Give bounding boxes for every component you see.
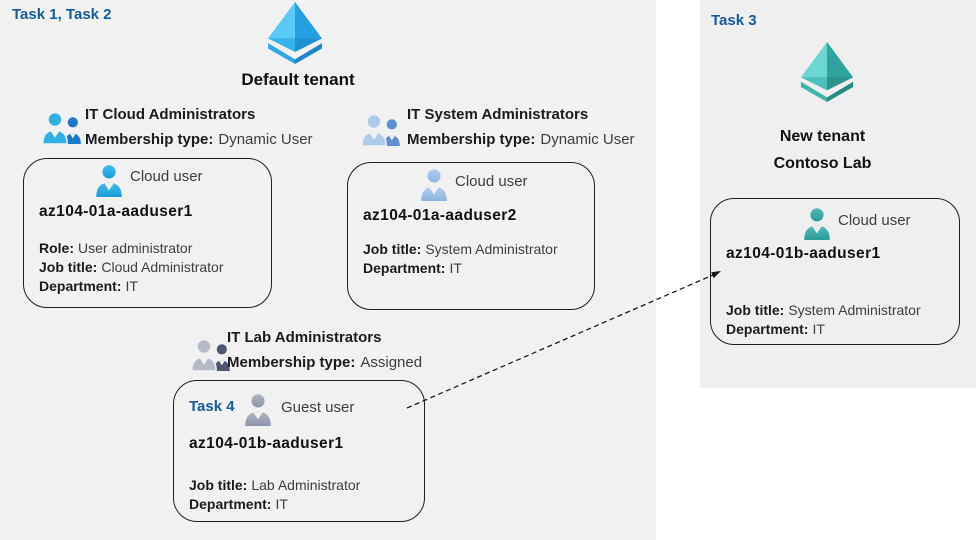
user-attributes: Job title:System Administrator Departmen… [363,240,558,278]
attr-job-title: Job title:System Administrator [363,241,558,257]
new-tenant-line1: New tenant [779,128,866,145]
user-attributes: Role:User administrator Job title:Cloud … [39,239,224,296]
membership-type-label: Membership type: [227,354,356,371]
membership-type-label: Membership type: [85,131,214,148]
group-membership-cloud-admins: Membership type:Dynamic User [85,131,313,148]
user-type-label: Cloud user [455,173,528,190]
group-icon-system-admins [361,114,400,146]
user-type-label: Cloud user [130,168,203,185]
task-1-2-label: Task 1, Task 2 [12,6,112,23]
task-4-label: Task 4 [189,398,235,415]
user-card-new-tenant-aaduser1: Cloud user az104-01b-aaduser1 Job title:… [710,198,960,345]
user-card-guest-aaduser1: Task 4 Guest user az104-01b-aaduser1 Job… [173,380,425,522]
user-attributes: Job title:System Administrator Departmen… [726,301,921,339]
attr-department: Department:IT [189,496,288,512]
attr-department: Department:IT [39,278,138,294]
attr-job-title: Job title:Lab Administrator [189,477,361,493]
user-card-aaduser2: Cloud user az104-01a-aaduser2 Job title:… [347,162,595,310]
guest-user-icon [245,394,271,426]
attr-department: Department:IT [726,321,825,337]
attr-job-title: Job title:System Administrator [726,302,921,318]
membership-type-value: Dynamic User [218,131,313,148]
group-membership-lab-admins: Membership type:Assigned [227,354,422,371]
cloud-user-icon [804,208,830,240]
azure-ad-tenant-icon-blue [268,2,322,64]
new-tenant-title: New tenant Contoso Lab [745,123,900,177]
attr-department: Department:IT [363,260,462,276]
user-name: az104-01a-aaduser1 [39,203,193,220]
group-icon-lab-admins [191,339,230,371]
group-membership-system-admins: Membership type:Dynamic User [407,131,635,148]
user-card-aaduser1: Cloud user az104-01a-aaduser1 Role:User … [23,158,272,308]
group-icon-cloud-admins [42,112,81,144]
default-tenant-region [0,0,656,540]
membership-type-value: Assigned [360,354,423,371]
user-type-label: Cloud user [838,212,911,229]
attr-role: Role:User administrator [39,240,193,256]
group-title-cloud-admins: IT Cloud Administrators [85,106,256,123]
membership-type-value: Dynamic User [540,131,635,148]
azure-ad-tenant-icon-teal [800,42,854,102]
default-tenant-title: Default tenant [241,70,355,89]
task-3-label: Task 3 [711,12,757,29]
new-tenant-line2: Contoso Lab [773,155,872,172]
cloud-user-icon [96,165,122,197]
user-name: az104-01b-aaduser1 [189,435,344,452]
group-title-lab-admins: IT Lab Administrators [227,329,382,346]
membership-type-label: Membership type: [407,131,536,148]
user-name: az104-01a-aaduser2 [363,207,517,224]
user-attributes: Job title:Lab Administrator Department:I… [189,476,360,514]
attr-job-title: Job title:Cloud Administrator [39,259,224,275]
user-type-label: Guest user [281,399,355,416]
group-title-system-admins: IT System Administrators [407,106,589,123]
cloud-user-icon [421,169,447,201]
user-name: az104-01b-aaduser1 [726,245,881,262]
